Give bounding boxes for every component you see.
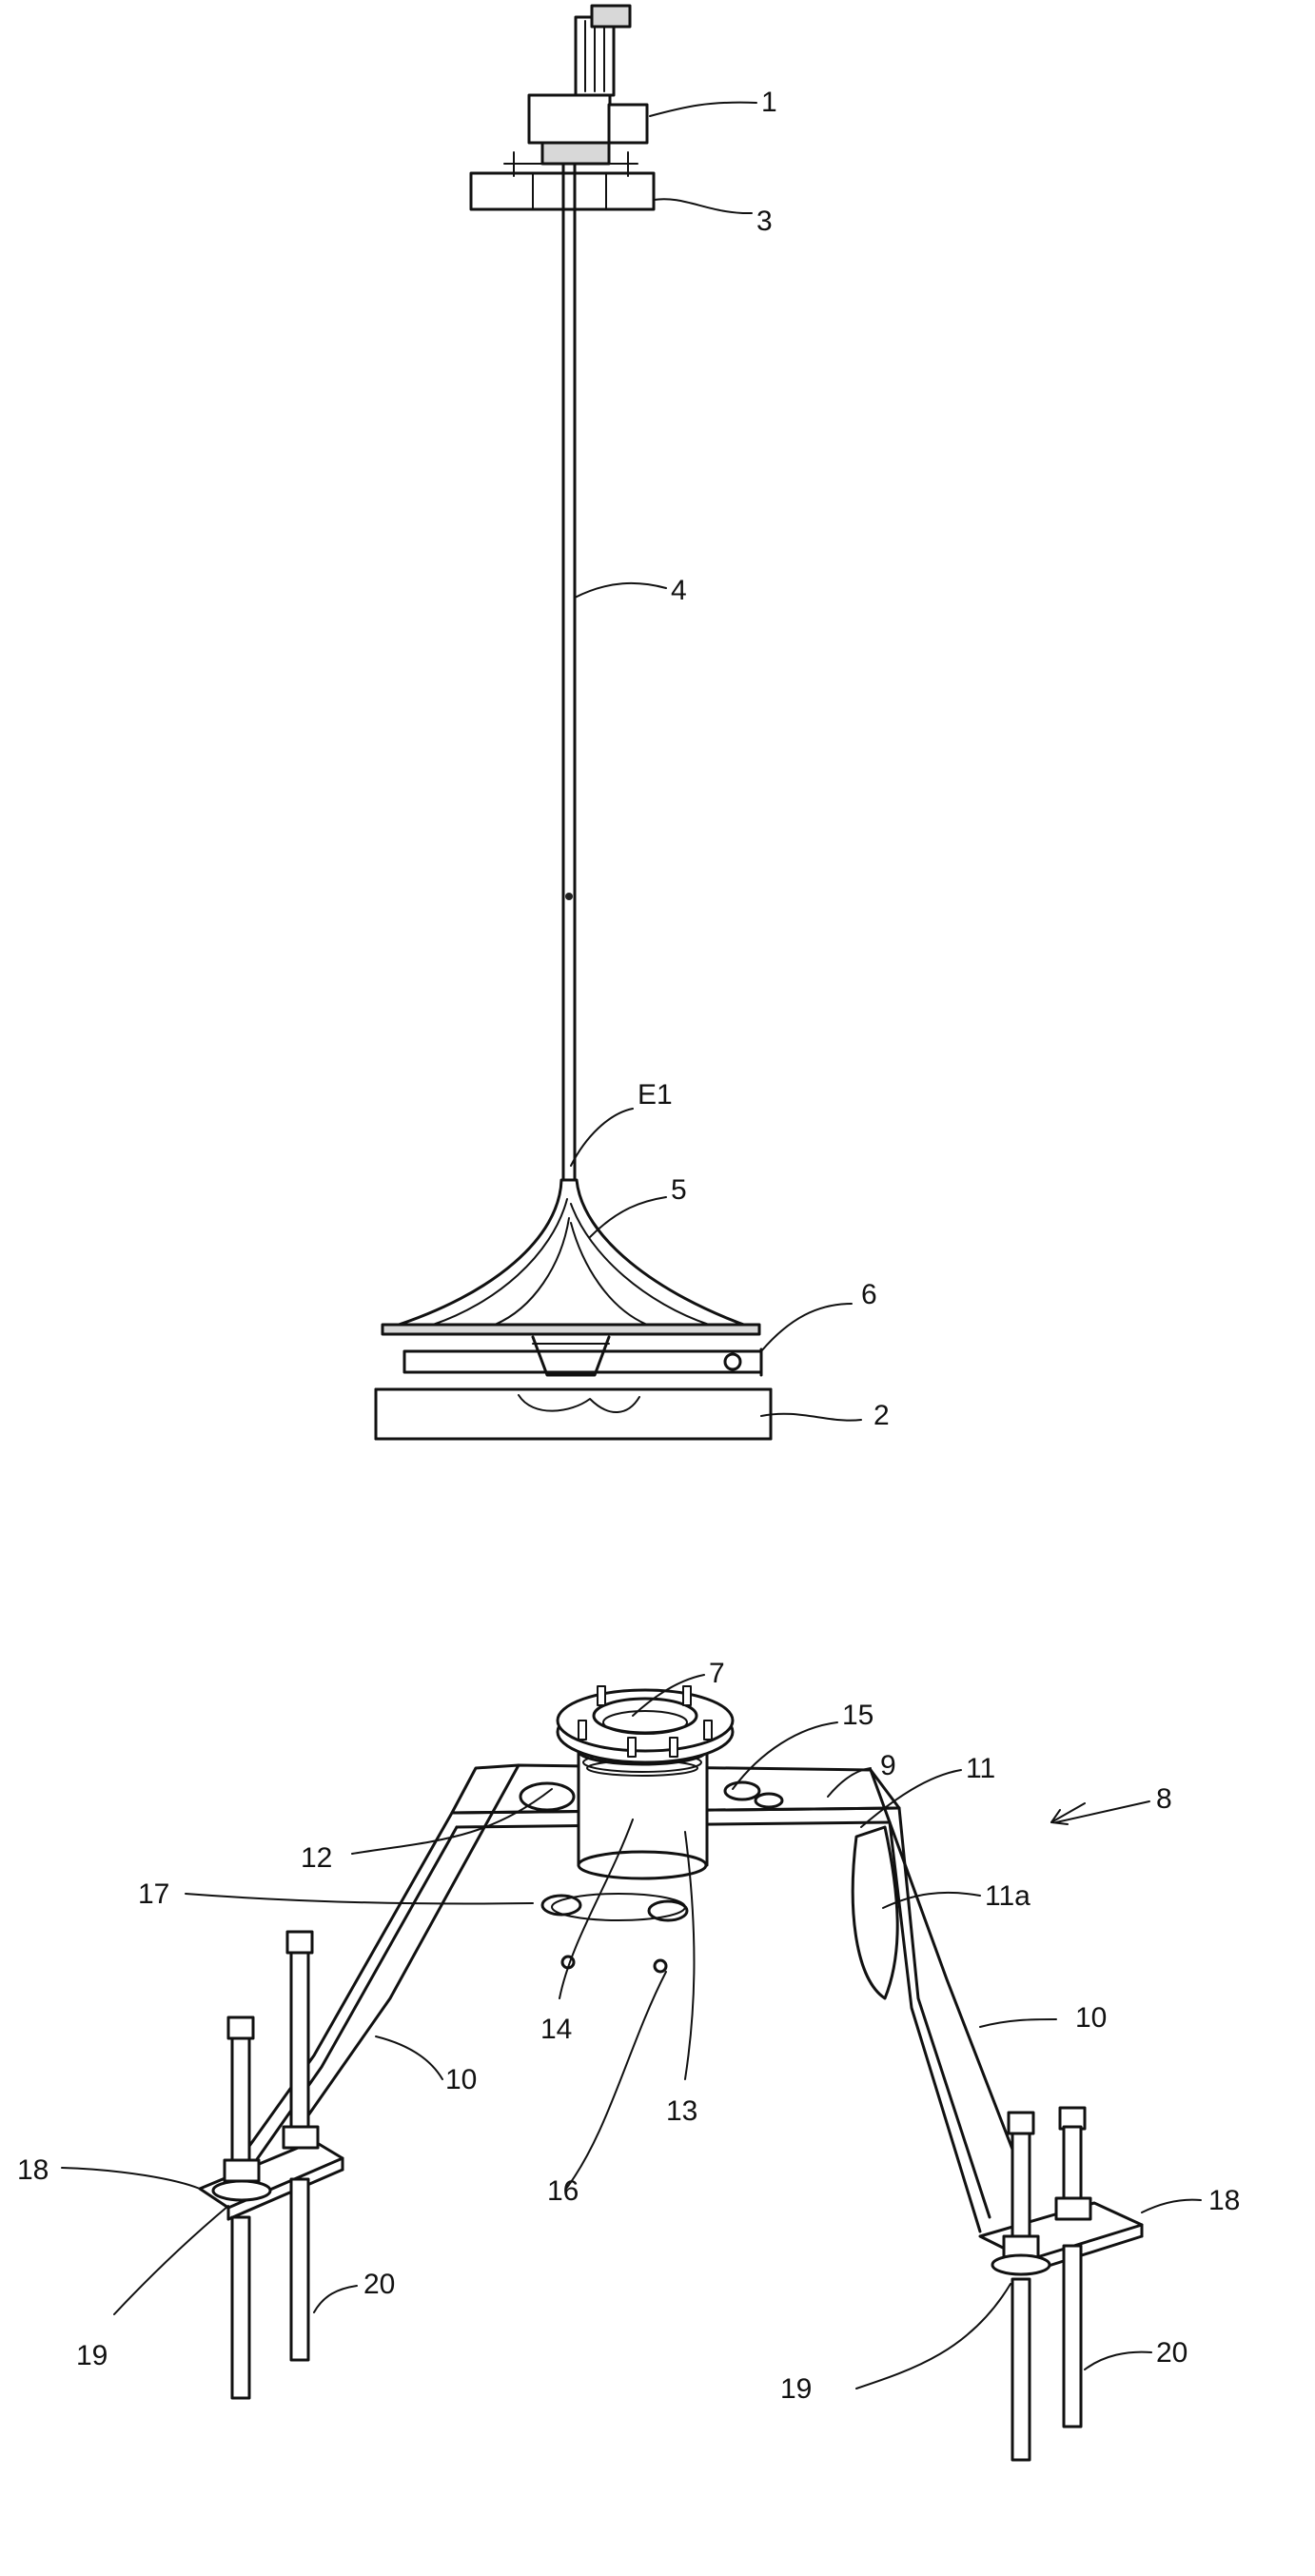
lower-labels: 7 15 9 11 8 11a 12 17 14 13 16 1	[17, 1658, 1240, 2405]
label-leg-right: 10	[1075, 2002, 1107, 2034]
label-foot-left: 18	[17, 2154, 49, 2186]
label-housing: 13	[666, 2095, 697, 2127]
label-leg-left: 10	[445, 2064, 477, 2095]
label-bolt: 15	[842, 1700, 873, 1731]
label-motor: 1	[761, 87, 777, 118]
impeller	[381, 1178, 761, 1336]
label-bridge-top: 9	[880, 1750, 896, 1781]
label-opening-edge: 11a	[985, 1880, 1030, 1912]
label-washer-right: 19	[780, 2373, 812, 2405]
label-shaft: 4	[671, 575, 687, 606]
label-washer-left: 19	[76, 2340, 108, 2371]
label-mount-plate: 3	[756, 206, 773, 237]
label-stud-left: 20	[363, 2269, 395, 2300]
base	[374, 1387, 773, 1441]
label-opening: 11	[966, 1753, 995, 1784]
label-assembly: 8	[1156, 1783, 1172, 1815]
foot-left	[198, 2139, 344, 2221]
label-ring: 14	[540, 2014, 572, 2045]
label-flange: 7	[709, 1658, 725, 1689]
lower-figure: 7 15 9 11 8 11a 12 17 14 13 16 1	[17, 1658, 1240, 2462]
label-nut: 16	[547, 2175, 579, 2207]
studs-left	[211, 1930, 320, 2400]
label-foot-right: 18	[1208, 2185, 1240, 2216]
label-impeller: 5	[671, 1174, 687, 1206]
shaft	[561, 162, 577, 1182]
label-base: 2	[873, 1400, 890, 1431]
studs-right	[991, 2106, 1092, 2462]
label-shaft-end: E1	[638, 1079, 673, 1111]
top-bolts	[540, 1780, 784, 1974]
bearing	[402, 1335, 763, 1377]
upper-labels: 1 3 4 E1 5 6 2	[570, 87, 890, 1431]
flange	[556, 1685, 735, 1764]
label-slot: 17	[138, 1878, 169, 1910]
label-stud-right: 20	[1156, 2337, 1187, 2369]
motor	[527, 4, 649, 166]
label-bearing: 6	[861, 1279, 877, 1310]
upper-figure: 1 3 4 E1 5 6 2	[374, 4, 890, 1441]
label-gap: 12	[301, 1842, 332, 1874]
